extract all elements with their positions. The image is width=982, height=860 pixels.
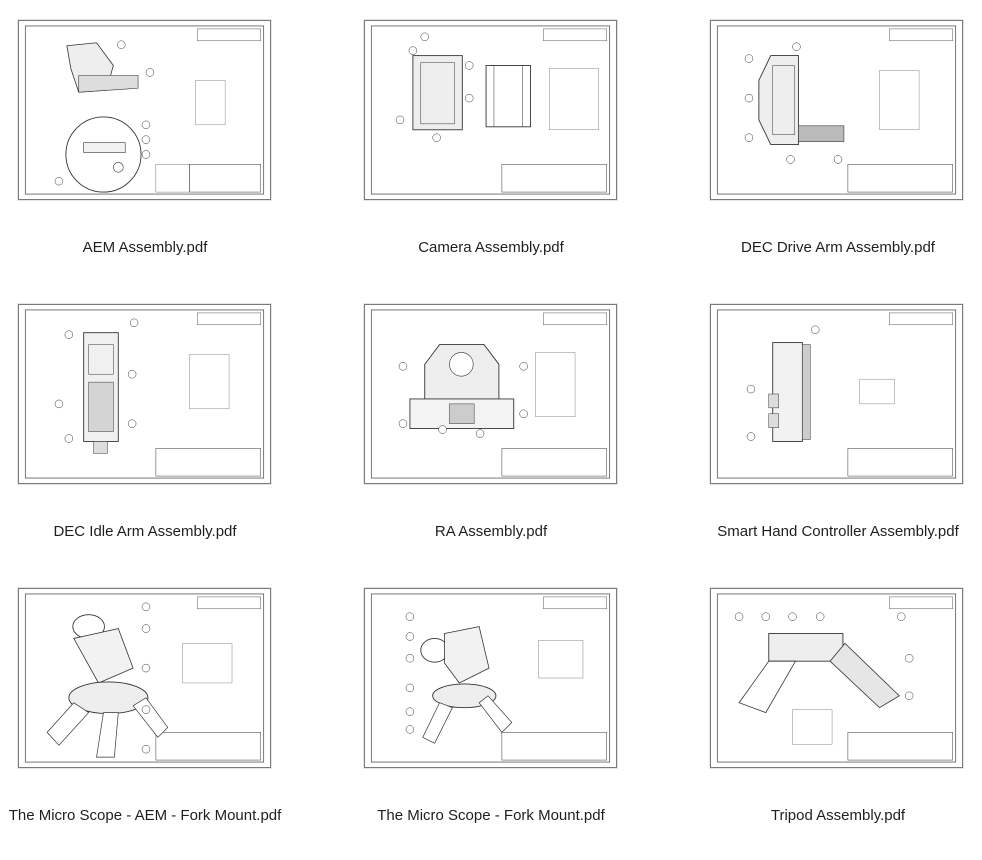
pdf-drawing-thumbnail xyxy=(18,20,271,200)
file-item[interactable]: The Micro Scope - AEM - Fork Mount.pdf xyxy=(0,568,310,838)
file-item[interactable]: Camera Assembly.pdf xyxy=(364,0,674,270)
file-name[interactable]: The Micro Scope - AEM - Fork Mount.pdf xyxy=(8,807,282,824)
pdf-drawing-thumbnail xyxy=(710,20,963,200)
file-item[interactable]: DEC Drive Arm Assembly.pdf xyxy=(710,0,982,270)
file-name[interactable]: RA Assembly.pdf xyxy=(434,523,548,540)
file-item[interactable]: The Micro Scope - Fork Mount.pdf xyxy=(364,568,674,838)
file-name[interactable]: Tripod Assembly.pdf xyxy=(770,807,906,824)
file-name[interactable]: Camera Assembly.pdf xyxy=(418,239,564,256)
file-name[interactable]: AEM Assembly.pdf xyxy=(82,239,208,256)
pdf-drawing-thumbnail xyxy=(364,304,617,484)
file-item[interactable]: RA Assembly.pdf xyxy=(364,284,674,554)
file-name[interactable]: The Micro Scope - Fork Mount.pdf xyxy=(377,807,605,824)
pdf-drawing-thumbnail xyxy=(364,588,617,768)
file-item[interactable]: Tripod Assembly.pdf xyxy=(710,568,982,838)
pdf-drawing-thumbnail xyxy=(710,304,963,484)
file-item[interactable]: DEC Idle Arm Assembly.pdf xyxy=(0,284,310,554)
pdf-drawing-thumbnail xyxy=(18,588,271,768)
file-item[interactable]: Smart Hand Controller Assembly.pdf xyxy=(710,284,982,554)
pdf-drawing-thumbnail xyxy=(364,20,617,200)
file-name[interactable]: DEC Drive Arm Assembly.pdf xyxy=(741,239,935,256)
file-name[interactable]: Smart Hand Controller Assembly.pdf xyxy=(717,523,959,540)
file-name[interactable]: DEC Idle Arm Assembly.pdf xyxy=(53,523,237,540)
pdf-drawing-thumbnail xyxy=(18,304,271,484)
file-item[interactable]: AEM Assembly.pdf xyxy=(0,0,310,270)
pdf-drawing-thumbnail xyxy=(710,588,963,768)
